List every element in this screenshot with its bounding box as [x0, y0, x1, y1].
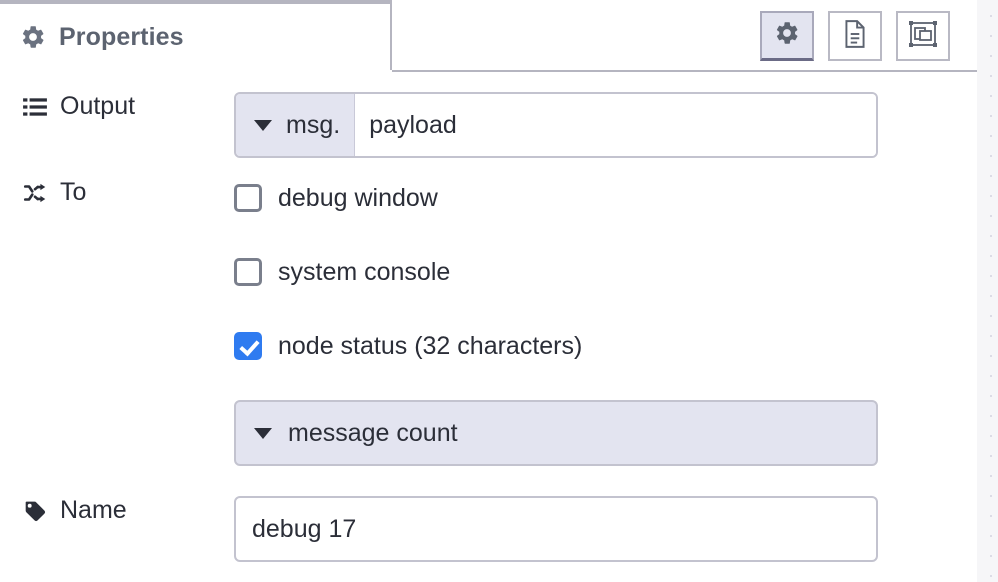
name-label: Name [60, 496, 127, 524]
checkbox-debug-window-label: debug window [278, 183, 438, 212]
checkbox-box[interactable] [234, 332, 262, 360]
to-label: To [60, 178, 87, 206]
node-properties-panel: Properties [0, 0, 977, 582]
output-type-select[interactable]: msg. [236, 94, 356, 156]
name-label-group: Name [0, 496, 234, 525]
list-icon [22, 94, 48, 120]
chevron-down-icon [254, 427, 272, 439]
checkbox-system-console[interactable]: system console [234, 252, 450, 292]
checkbox-debug-window[interactable]: debug window [234, 178, 438, 218]
output-property-input[interactable]: payload [355, 94, 876, 156]
appearance-tab-button[interactable] [896, 11, 950, 61]
description-tab-button[interactable] [828, 11, 882, 61]
status-type-value: message count [288, 418, 458, 447]
tab-properties[interactable]: Properties [0, 2, 392, 70]
shuffle-icon [22, 180, 48, 206]
to-row: To [0, 178, 977, 207]
output-label-group: Output [0, 92, 234, 121]
output-label: Output [60, 92, 136, 120]
appearance-icon [908, 20, 938, 53]
tab-strip-rule [392, 70, 977, 72]
editor-tab-strip: Properties [0, 0, 977, 72]
name-row: Name debug 17 [0, 496, 977, 562]
chevron-down-icon [254, 119, 272, 131]
properties-tab-button[interactable] [760, 11, 814, 61]
status-type-select[interactable]: message count [234, 400, 878, 466]
document-icon [842, 19, 868, 54]
output-typed-input[interactable]: msg. payload [234, 92, 878, 158]
flow-canvas-sliver[interactable] [977, 0, 998, 582]
output-type-value: msg. [286, 110, 341, 139]
gear-icon [20, 24, 46, 50]
to-label-group: To [0, 178, 234, 207]
editor-tool-buttons [760, 11, 950, 61]
checkbox-node-status[interactable]: node status (32 characters) [234, 326, 582, 366]
gear-icon [774, 20, 800, 51]
tag-icon [22, 498, 48, 524]
to-options-group: debug window system console node status … [234, 178, 934, 466]
tab-top-border [0, 0, 392, 2]
checkbox-node-status-label: node status (32 characters) [278, 331, 583, 360]
checkbox-box[interactable] [234, 258, 262, 286]
output-row: Output msg. payload [0, 92, 977, 158]
checkbox-box[interactable] [234, 184, 262, 212]
checkbox-system-console-label: system console [278, 257, 451, 286]
tab-properties-label: Properties [59, 22, 184, 51]
name-input[interactable]: debug 17 [234, 496, 878, 562]
